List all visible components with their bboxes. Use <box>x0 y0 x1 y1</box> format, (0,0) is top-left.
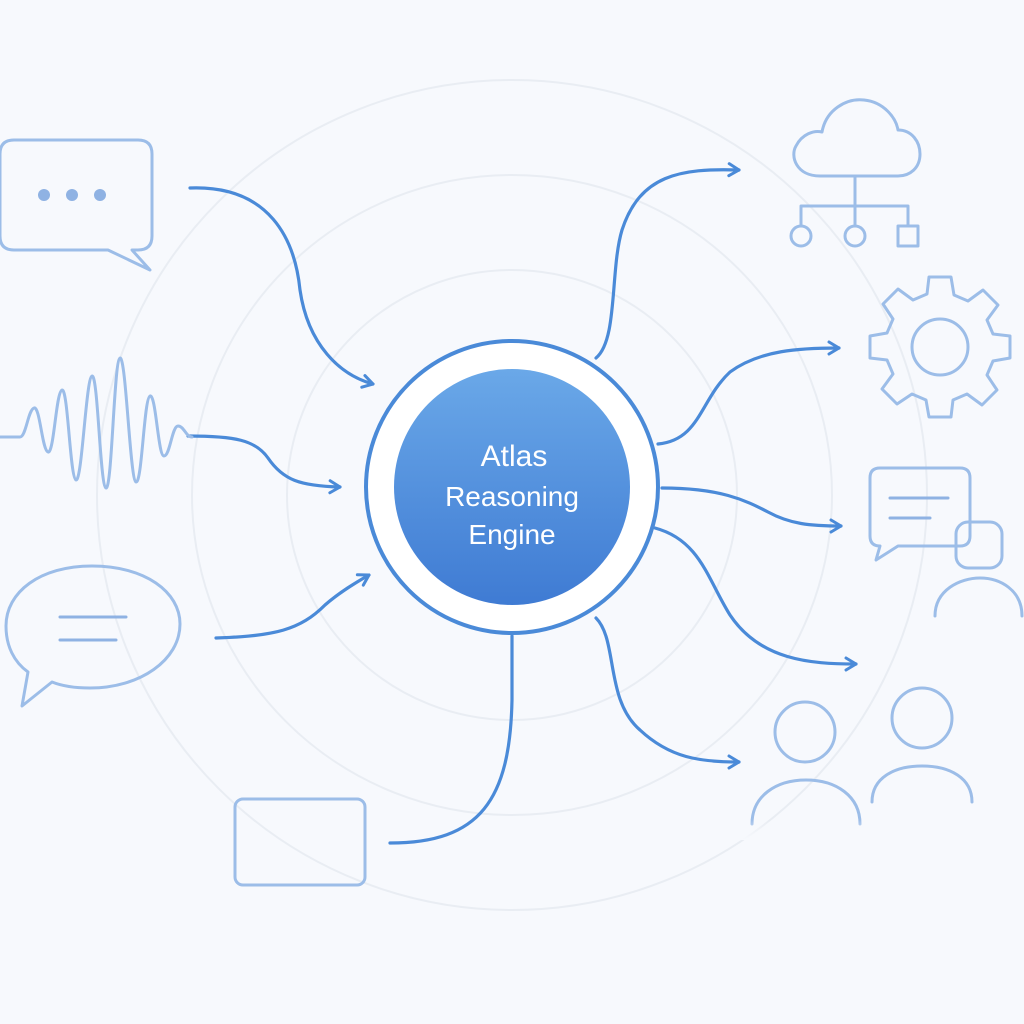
ring-middle <box>191 174 833 816</box>
hub-line-3: Engine <box>468 519 555 550</box>
arrow-to-chat-person <box>660 486 843 534</box>
arrow-from-speech <box>214 573 371 640</box>
line-from-textbox <box>388 634 514 845</box>
hub-core <box>394 369 630 605</box>
arrow-from-waveform <box>186 434 342 495</box>
ring-outer <box>96 79 928 911</box>
text-box-icon <box>233 797 367 887</box>
arrow-to-team <box>653 526 858 672</box>
people-fade <box>740 790 1000 840</box>
chat-with-person-icon <box>868 466 1024 618</box>
hub-line-2: Reasoning <box>445 481 579 512</box>
arrow-from-chat <box>188 186 375 389</box>
audio-waveform-icon <box>0 356 194 490</box>
arrow-to-gear <box>656 340 841 446</box>
arrow-to-cloud <box>594 162 741 360</box>
arrow-to-people <box>594 616 741 770</box>
chat-bubble-dots-icon <box>0 138 154 272</box>
gear-icon <box>868 275 1012 419</box>
cloud-network-icon <box>789 98 922 248</box>
output-arrows <box>594 162 858 770</box>
input-arrows <box>186 186 514 845</box>
speech-bubble-text-icon <box>4 564 182 708</box>
central-hub: Atlas Reasoning Engine <box>364 339 660 635</box>
hub-title: Atlas <box>481 440 548 473</box>
